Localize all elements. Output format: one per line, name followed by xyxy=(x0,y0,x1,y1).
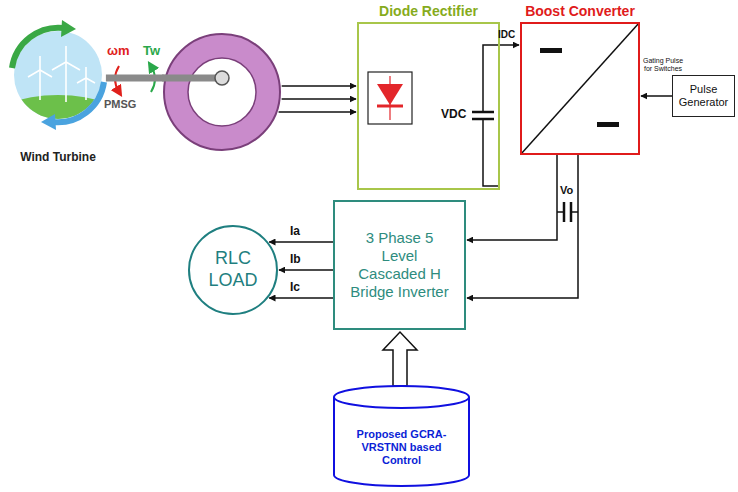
signal-name: VDC xyxy=(441,108,466,122)
node-text: Wind Turbine xyxy=(8,150,108,164)
speed-symbol: ωm xyxy=(107,44,130,59)
connector-arrow xyxy=(641,95,672,97)
connector-arrow xyxy=(282,85,356,87)
edge-group xyxy=(383,332,417,386)
node-outline xyxy=(8,25,108,125)
signal-name: Ia xyxy=(290,225,300,239)
node-outline xyxy=(188,225,278,315)
node-text: Proposed GCRA-VRSTNN based Control xyxy=(352,428,452,468)
node-text: RLC LOAD xyxy=(198,248,268,291)
connector-arrow xyxy=(279,269,333,271)
dc-link-capacitor xyxy=(472,45,500,186)
signal-name: Vo xyxy=(560,184,573,197)
signal-name: Ic xyxy=(290,281,300,295)
wind-turbine-picture xyxy=(0,20,128,155)
node-outline xyxy=(162,32,282,152)
node-text: Pulse Generator xyxy=(674,83,734,109)
edge-group xyxy=(467,155,578,298)
node-text: PMSG xyxy=(104,98,136,111)
load-circle: RLC LOAD xyxy=(188,225,278,315)
connector-arrow xyxy=(269,297,333,299)
rectifier-box: Diode Rectifier xyxy=(357,22,500,190)
rotor-bore xyxy=(188,58,256,126)
control-arrow xyxy=(383,332,417,386)
output-capacitor xyxy=(557,202,578,222)
process-box: Pulse Generator xyxy=(672,75,735,117)
node-text: Diode Rectifier xyxy=(359,3,498,20)
signal-name: IDC xyxy=(498,29,515,41)
node-text: 3 Phase 5 Level Cascaded H Bridge Invert… xyxy=(350,229,450,301)
drive-shaft xyxy=(106,75,165,82)
generator-ring: PMSG xyxy=(162,32,282,152)
connector-arrow xyxy=(269,241,333,243)
converter-box: Boost Converter xyxy=(520,22,640,155)
connector-arrow xyxy=(282,98,356,100)
edge-group xyxy=(269,242,333,298)
boost-converter-symbol xyxy=(521,23,639,154)
diode-symbol xyxy=(368,72,412,124)
edge-group xyxy=(500,45,519,46)
cylinder-top xyxy=(334,386,469,408)
shaft xyxy=(162,75,222,82)
connector-arrow xyxy=(500,44,519,46)
wind-turbine: Wind Turbine xyxy=(8,25,108,125)
stator-ring xyxy=(164,34,280,150)
edge-group xyxy=(106,78,165,79)
torque-symbol: Tw xyxy=(143,44,160,59)
control-cylinder: Proposed GCRA-VRSTNN based Control xyxy=(333,385,470,488)
node-outline xyxy=(333,385,470,488)
cylinder-body xyxy=(334,397,469,486)
connector-arrow xyxy=(467,155,557,240)
node-text: Boost Converter xyxy=(522,3,638,20)
note-text: Gating Pulse for Switches xyxy=(641,57,685,73)
edge-group xyxy=(279,86,356,112)
inverter-box: 3 Phase 5 Level Cascaded H Bridge Invert… xyxy=(333,200,466,330)
load-outline xyxy=(189,226,277,314)
edge-group xyxy=(641,96,672,97)
connector-arrow xyxy=(279,111,356,113)
connector-arrow xyxy=(467,155,578,298)
hub xyxy=(215,71,229,85)
signal-name: Ib xyxy=(290,253,301,267)
